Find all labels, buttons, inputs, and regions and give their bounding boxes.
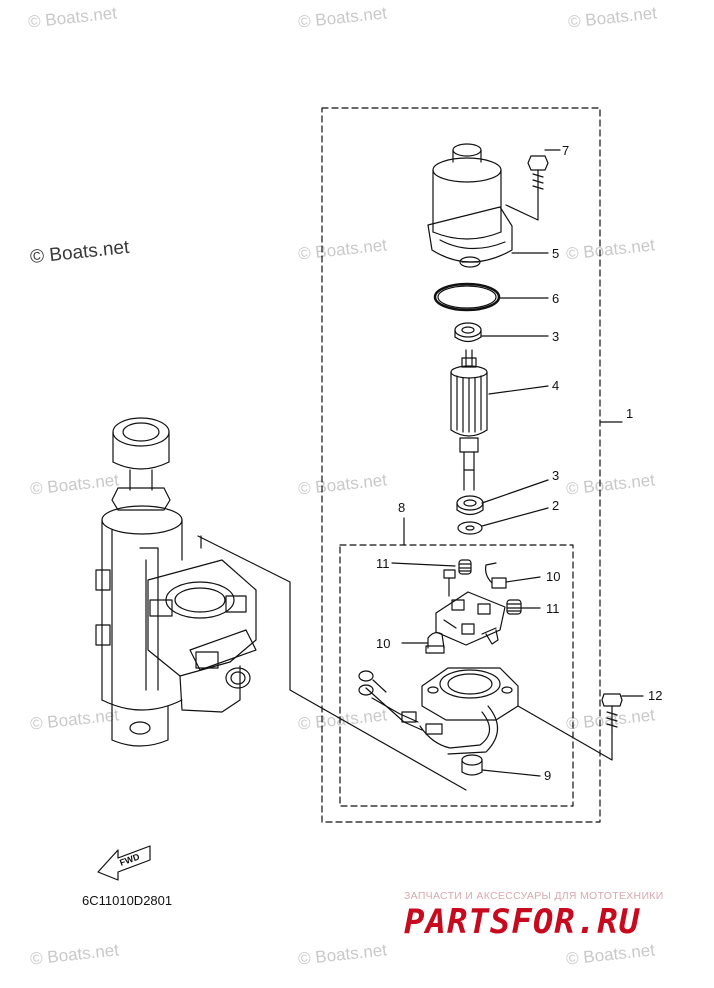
brush-spring-lower xyxy=(506,599,522,615)
fwd-arrow xyxy=(97,845,151,881)
callout-12: 12 xyxy=(648,688,662,703)
grommet xyxy=(461,754,483,776)
brand-tagline: ЗАПЧАСТИ И АКСЕССУАРЫ ДЛЯ МОТОТЕХНИКИ xyxy=(404,890,664,902)
callout-4: 4 xyxy=(552,378,559,393)
callout-3: 3 xyxy=(552,329,559,344)
callout-8: 8 xyxy=(398,500,405,515)
callout-2: 2 xyxy=(552,498,559,513)
callout-1: 1 xyxy=(626,406,633,421)
brush-upper xyxy=(485,562,507,589)
brush-spring-upper xyxy=(458,559,472,575)
leader-line xyxy=(197,535,467,791)
fwd-label: FWD xyxy=(118,851,141,868)
power-trim-cylinder xyxy=(95,417,257,747)
callout-3: 3 xyxy=(552,468,559,483)
callout-10: 10 xyxy=(376,636,390,651)
power-trim-motor xyxy=(427,143,513,268)
callout-11: 11 xyxy=(546,601,560,616)
bearing-lower xyxy=(456,495,484,516)
callout-5: 5 xyxy=(552,246,559,261)
bolt-12 xyxy=(601,693,623,733)
bearing-upper xyxy=(454,322,482,343)
armature xyxy=(450,349,488,491)
assembly-boundary-dashed xyxy=(321,107,601,823)
brand-name: PARTSFOR.RU xyxy=(404,902,641,942)
screw xyxy=(443,569,456,597)
callout-7: 7 xyxy=(562,143,569,158)
brush-lower xyxy=(425,632,445,654)
lower-housing xyxy=(358,667,519,755)
callout-9: 9 xyxy=(544,768,551,783)
brush-holder xyxy=(435,591,506,646)
callout-10: 10 xyxy=(546,569,560,584)
bolt-7 xyxy=(527,155,549,191)
diagram-code: 6C11010D2801 xyxy=(82,893,173,908)
washer xyxy=(457,521,483,535)
callout-6: 6 xyxy=(552,291,559,306)
o-ring xyxy=(433,282,501,312)
callout-leaders xyxy=(391,149,644,777)
callout-11: 11 xyxy=(376,556,390,571)
